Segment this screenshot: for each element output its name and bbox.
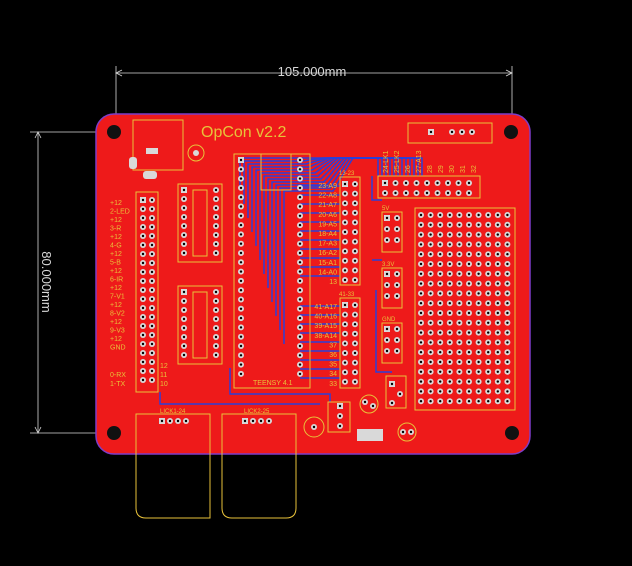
left-header-number: 12 [160,363,168,370]
teensy-pin-label: 14-A0 [318,269,337,276]
left-header-label: 1-TX [110,381,126,388]
left-header-label: +12 [110,319,122,326]
teensy-pin-label: 21-A7 [318,202,337,209]
left-header-label: +12 [110,302,122,309]
mounting-holes [107,125,519,440]
perfboard-area [414,207,516,411]
left-header-label: GND [110,345,126,352]
ic-socket-bottom [177,285,223,365]
left-header-label: +12 [110,234,122,241]
top-header-label: 29 [438,165,445,173]
top-header-label: 32 [471,165,478,173]
left-header-label: 8-V2 [110,311,125,318]
top-right-header [407,122,493,144]
label-3v3: 3.3V [382,262,394,268]
teensy-pin-label: 20-A6 [318,212,337,219]
power-jack [129,119,184,179]
teensy-label: TEENSY 4.1 [253,380,293,387]
left-header-label: +12 [110,285,122,292]
left-header-label: 6-IR [110,277,123,284]
teensy-pin-label: 17-A3 [318,241,337,248]
left-header-number: 11 [160,372,167,379]
top-header-label: 28 [427,165,434,173]
top-header-label: 25-LK2 [394,150,401,173]
left-header-label: 4-G [110,243,122,250]
board-title: OpCon v2.2 [201,124,286,141]
teensy-pin-label: 18-A4 [318,231,337,238]
left-header-label: +12 [110,200,122,207]
left-header-label: +12 [110,336,122,343]
label-gnd: GND [382,317,396,323]
teensy-pin-label: 39-A15 [314,323,337,330]
left-header-label: 2-LED [110,209,130,216]
teensy-pin-label: 38-A14 [314,333,337,340]
top-header-label: 24-LK1 [383,150,390,173]
top-header-label: 31 [460,165,467,173]
top-header-label: 26 [405,165,412,173]
left-header-label: 5-B [110,260,121,267]
left-header-number: 10 [160,381,168,388]
teensy-pin-label: 41-A17 [314,304,337,311]
left-header-label: +12 [110,217,122,224]
left-header-label: 9-V3 [110,328,125,335]
teensy-pin-label: 35 [329,362,337,369]
teensy-pin-label: 15-A1 [318,260,337,267]
teensy-pin-label: 23-A9 [318,183,337,190]
left-header-label: +12 [110,251,122,258]
lick-label: LICK1-24 [160,409,186,415]
label-5v: 5V [382,206,389,212]
left-header-label: 0-RX [110,372,126,379]
height-dimension-label: 80.000mm [39,251,54,312]
teensy-pin-label: 36 [329,352,337,359]
teensy-pin-label: 37 [329,342,337,349]
label-13-23: 13-23 [339,171,355,177]
left-header-label: 3-R [110,226,121,233]
left-header [135,191,159,393]
teensy-pin-label: 22-A8 [318,193,337,200]
traces [159,157,423,405]
lick-label: LICK2-25 [244,409,270,415]
teensy-pin-label: 33 [329,381,337,388]
lick-connectors [135,413,297,519]
top-header-label: 27-A13 [416,150,423,173]
ic-socket-top [177,183,223,263]
teensy-pin-label: 19-A5 [318,221,337,228]
left-header-label: 7-V1 [110,294,125,301]
dimension-width [115,66,513,118]
label-41-33: 41-33 [339,292,355,298]
top-header-label: 30 [449,165,456,173]
teensy-pin-label: 13 [329,279,337,286]
teensy-pin-label: 40-A16 [314,314,337,321]
teensy-pin-label: 34 [329,371,337,378]
left-header-label: +12 [110,268,122,275]
teensy-pin-label: 16-A2 [318,250,337,257]
width-dimension-label: 105.000mm [278,64,347,79]
